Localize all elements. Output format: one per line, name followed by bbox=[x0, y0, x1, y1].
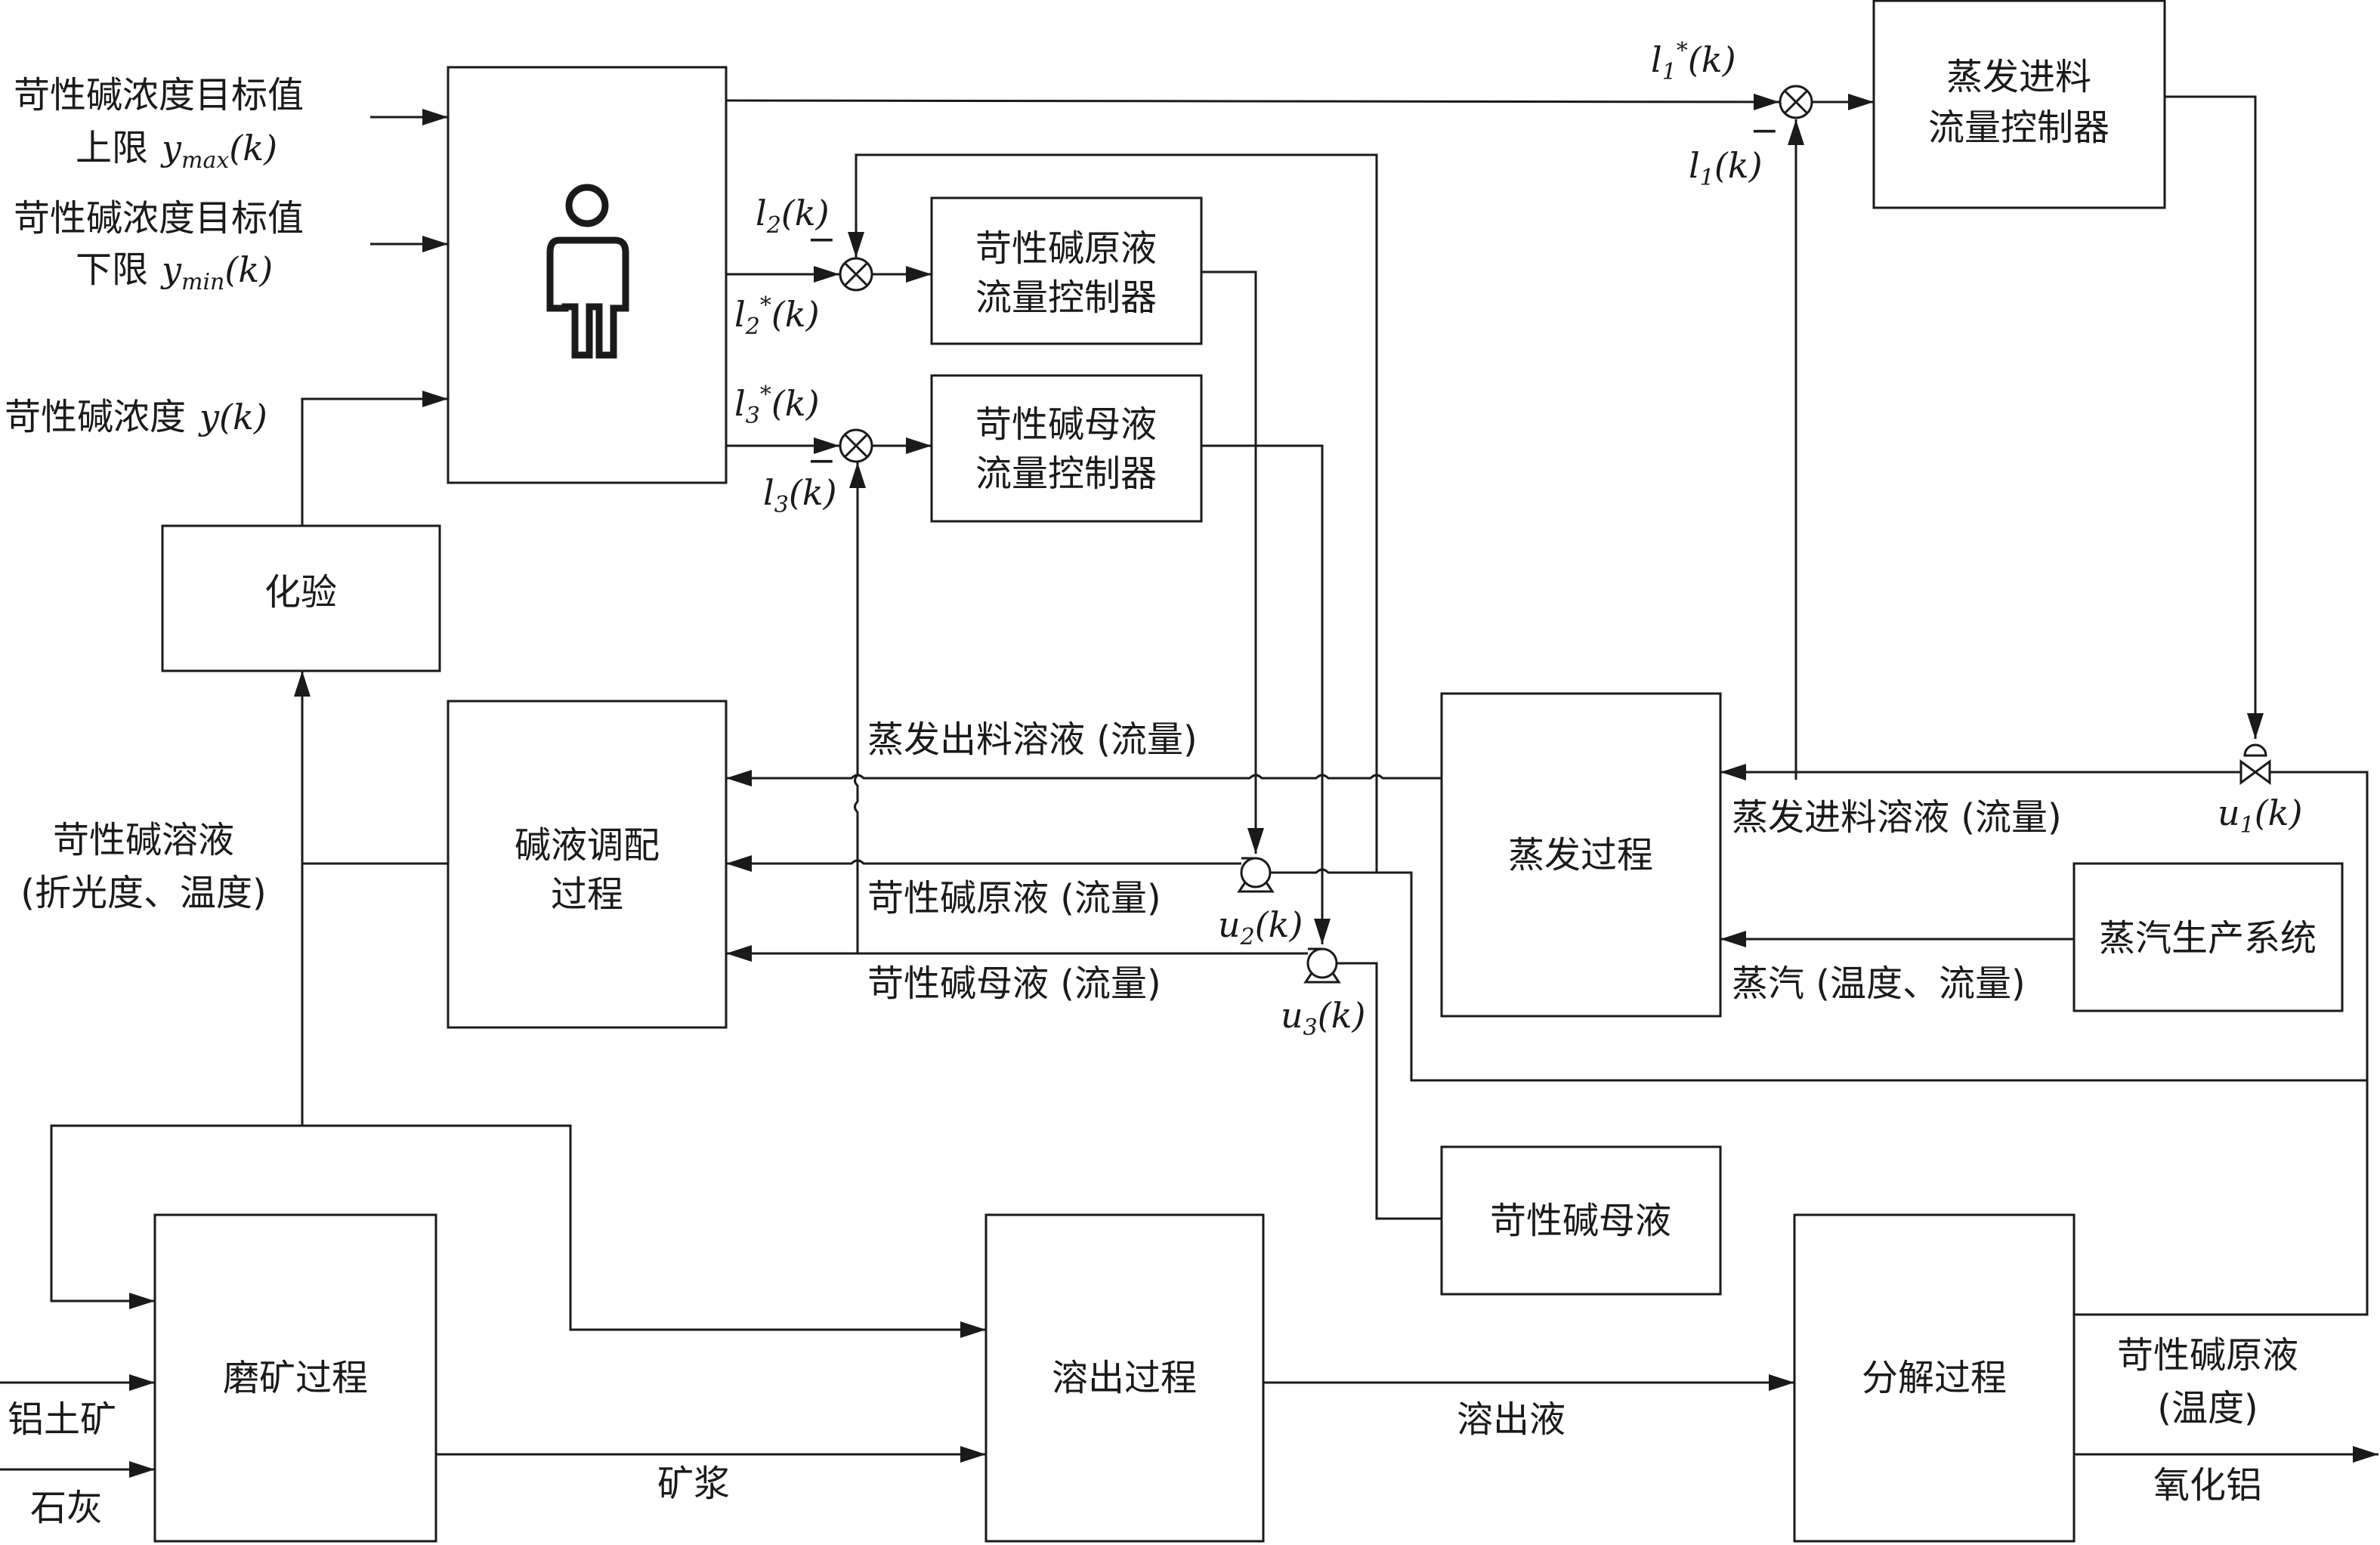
sum-junction-1 bbox=[1779, 85, 1813, 119]
raw-ctrl-output-arrow bbox=[1201, 270, 1264, 854]
grinding-block bbox=[153, 1213, 437, 1543]
l1-setpoint-arrow bbox=[725, 93, 1780, 110]
evap-feed-right-line bbox=[2270, 771, 2369, 1080]
mother-ctrl-output-arrow bbox=[1201, 444, 1331, 944]
l1-star-label: l1*(k) bbox=[1651, 38, 1736, 85]
evap-feed-flow-label: 蒸发进料溶液 (流量) bbox=[1732, 796, 2062, 839]
raw-liquor-controller-block bbox=[930, 196, 1203, 345]
steam-system-block bbox=[2072, 862, 2344, 1012]
l2-minus-sign: − bbox=[807, 218, 836, 259]
leach-liquor-label: 溶出液 bbox=[1457, 1398, 1566, 1441]
raw-liquor-temp-label-1: 苛性碱原液 bbox=[2117, 1334, 2298, 1377]
grinding-label: 磨矿过程 bbox=[223, 1357, 368, 1399]
evap-out-flow-arrow bbox=[726, 770, 1442, 786]
mother-liquor-controller-block bbox=[930, 374, 1203, 523]
evap-ctrl-output-arrow bbox=[2165, 95, 2264, 739]
evap-out-flow-label: 蒸发出料溶液 (流量) bbox=[867, 718, 1198, 761]
l3-label: l3(k) bbox=[763, 472, 837, 518]
mother-ctrl-label-1: 苛性碱母液 bbox=[975, 403, 1157, 446]
mother-liquor-source-label: 苛性碱母液 bbox=[1490, 1200, 1671, 1242]
u1-label: u1(k) bbox=[2218, 793, 2303, 839]
pump-u3-icon bbox=[1303, 947, 1341, 984]
sum-junction-3 bbox=[839, 428, 873, 463]
slurry-label: 矿浆 bbox=[657, 1463, 730, 1505]
decomposition-block bbox=[1793, 1213, 2076, 1543]
pump-u2-icon bbox=[1237, 857, 1275, 893]
caustic-solution-label-1: 苛性碱溶液 bbox=[53, 819, 234, 861]
digestion-block bbox=[984, 1213, 1265, 1543]
mixing-label-1: 碱液调配 bbox=[515, 824, 660, 867]
l2-star-label: l2*(k) bbox=[734, 292, 820, 340]
raw-liquor-flow-arrow bbox=[726, 855, 1241, 872]
operator-block bbox=[447, 66, 728, 484]
l3-feedback-arrow bbox=[849, 462, 866, 953]
mother-ctrl-label-2: 流量控制器 bbox=[975, 453, 1157, 495]
steam-system-label: 蒸汽生产系统 bbox=[2099, 917, 2317, 959]
concentration-feedback-arrow bbox=[301, 391, 448, 526]
evap-feed-controller-block bbox=[1872, 0, 2166, 209]
raw-liquor-supply-line bbox=[1270, 868, 2369, 1316]
person-icon bbox=[546, 184, 629, 359]
l3-star-label: l3*(k) bbox=[734, 382, 820, 429]
mixing-label-2: 过程 bbox=[551, 873, 623, 916]
alumina-label: 氧化铝 bbox=[2153, 1464, 2262, 1506]
valve-u1-icon bbox=[2239, 743, 2271, 785]
evaporation-process-block bbox=[1440, 692, 1722, 1018]
raw-liquor-temp-label-2: (温度) bbox=[2157, 1387, 2258, 1429]
l1-minus-sign: − bbox=[1750, 110, 1779, 150]
lab-block bbox=[161, 524, 441, 672]
raw-liquor-flow-label: 苛性碱原液 (流量) bbox=[867, 877, 1161, 919]
mother-liquor-flow-label: 苛性碱母液 (流量) bbox=[867, 963, 1161, 1005]
evap-ctrl-label-2: 流量控制器 bbox=[1928, 107, 2110, 149]
lime-label: 石灰 bbox=[30, 1487, 103, 1529]
raw-ctrl-label-1: 苛性碱原液 bbox=[975, 227, 1157, 270]
l1-label: l1(k) bbox=[1689, 145, 1763, 191]
mother-liquor-supply-line bbox=[1337, 962, 1442, 1220]
l2-label: l2(k) bbox=[756, 193, 830, 239]
raw-ctrl-label-2: 流量控制器 bbox=[975, 277, 1157, 319]
decomposition-label: 分解过程 bbox=[1862, 1357, 2007, 1399]
bauxite-label: 铝土矿 bbox=[8, 1398, 116, 1441]
steam-flow-label: 蒸汽 (温度、流量) bbox=[1732, 963, 2026, 1005]
u2-label: u2(k) bbox=[1218, 904, 1303, 950]
evap-process-label: 蒸发过程 bbox=[1508, 834, 1653, 876]
caustic-solution-label-2: (折光度、温度) bbox=[20, 872, 266, 914]
l2-feedback-arrow bbox=[848, 153, 1378, 873]
digestion-label: 溶出过程 bbox=[1052, 1357, 1197, 1399]
mother-liquor-source-block bbox=[1440, 1145, 1722, 1296]
evap-ctrl-label-1: 蒸发进料 bbox=[1946, 56, 2091, 98]
upper-limit-label-1: 苛性碱浓度目标值 bbox=[14, 74, 304, 116]
lab-label: 化验 bbox=[264, 571, 337, 613]
u3-label: u3(k) bbox=[1281, 995, 1366, 1041]
l3-minus-sign: − bbox=[807, 440, 836, 480]
caustic-to-grinding-arrow bbox=[50, 1124, 302, 1309]
sum-junction-2 bbox=[839, 257, 873, 292]
caustic-to-digestion-arrow bbox=[302, 1124, 986, 1338]
lower-limit-label-1: 苛性碱浓度目标值 bbox=[14, 197, 304, 239]
